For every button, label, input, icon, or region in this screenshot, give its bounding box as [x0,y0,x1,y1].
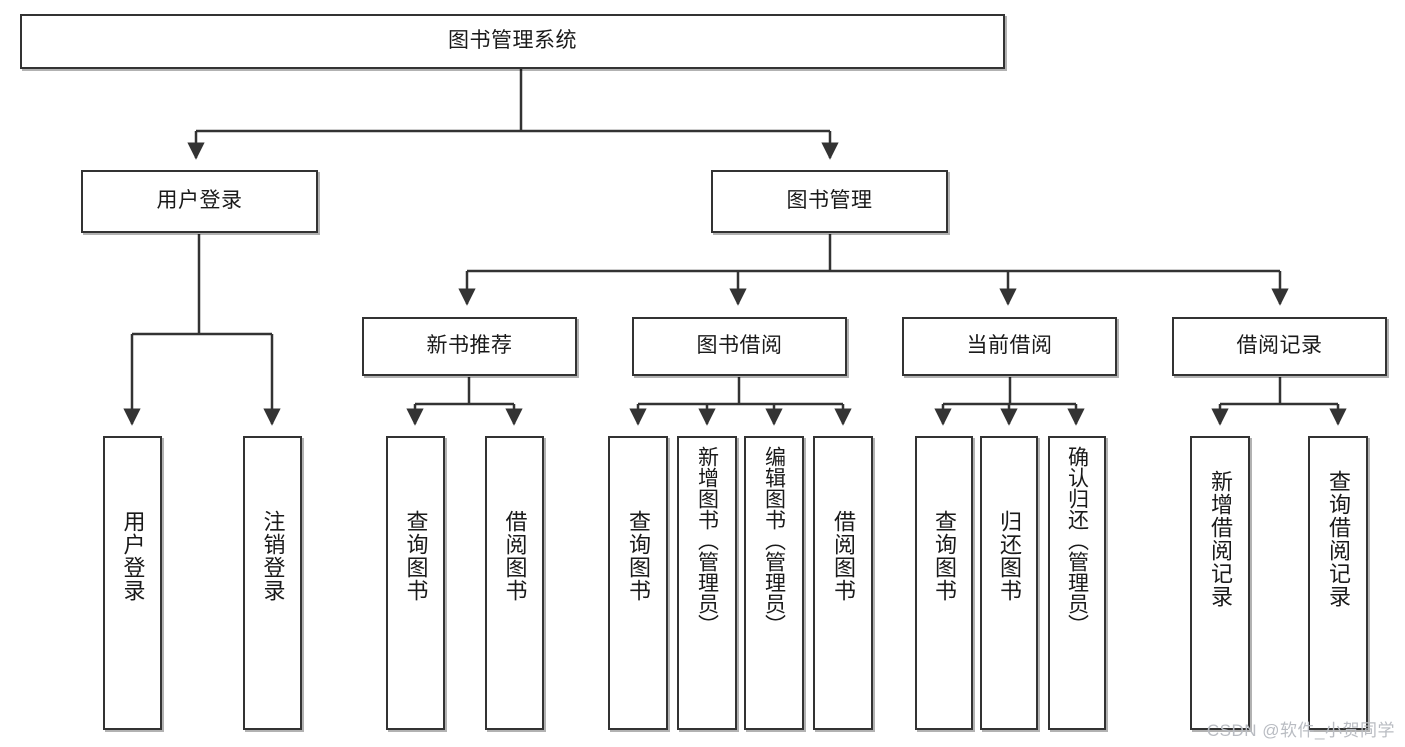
leaf-query-book-bb[interactable]: 查询图书 [608,436,668,730]
leaf-query-book-bb-label: 查询图书 [626,510,651,602]
leaf-query-book-nbr-label: 查询图书 [403,510,429,602]
leaf-user-login[interactable]: 用户登录 [103,436,162,730]
node-root-label: 图书管理系统 [448,29,577,53]
node-user-login-label: 用户登录 [156,189,243,213]
node-user-login[interactable]: 用户登录 [81,170,318,233]
leaf-add-book-label: 新增图书（管理员） [695,446,719,635]
leaf-add-borrow-record-label: 新增借阅记录 [1208,470,1233,608]
node-borrow-record[interactable]: 借阅记录 [1172,317,1387,376]
leaf-query-borrow-record[interactable]: 查询借阅记录 [1308,436,1368,730]
node-book-borrow-label: 图书借阅 [696,334,783,358]
leaf-borrow-book-nbr-label: 借阅图书 [502,510,528,602]
leaf-logout-login-label: 注销登录 [260,510,286,602]
leaf-borrow-book-bb-label: 借阅图书 [831,510,856,602]
leaf-query-book-cb[interactable]: 查询图书 [915,436,973,730]
node-new-book-rec-label: 新书推荐 [426,334,513,358]
leaf-confirm-return[interactable]: 确认归还（管理员） [1048,436,1106,730]
node-book-manage[interactable]: 图书管理 [711,170,948,233]
leaf-return-book-label: 归还图书 [997,510,1022,602]
watermark-text: CSDN @软件_小贺同学 [1206,721,1395,740]
leaf-edit-book[interactable]: 编辑图书（管理员） [744,436,804,730]
leaf-query-book-nbr[interactable]: 查询图书 [386,436,445,730]
leaf-add-borrow-record[interactable]: 新增借阅记录 [1190,436,1250,730]
node-root[interactable]: 图书管理系统 [20,14,1005,69]
leaf-borrow-book-bb[interactable]: 借阅图书 [813,436,873,730]
node-borrow-record-label: 借阅记录 [1236,334,1323,358]
leaf-query-book-cb-label: 查询图书 [932,510,957,602]
node-book-borrow[interactable]: 图书借阅 [632,317,847,376]
leaf-return-book[interactable]: 归还图书 [980,436,1038,730]
leaf-logout-login[interactable]: 注销登录 [243,436,302,730]
leaf-query-borrow-record-label: 查询借阅记录 [1326,470,1351,608]
node-book-manage-label: 图书管理 [786,189,873,213]
node-new-book-rec[interactable]: 新书推荐 [362,317,577,376]
node-current-borrow-label: 当前借阅 [966,334,1053,358]
leaf-user-login-label: 用户登录 [120,510,146,602]
leaf-edit-book-label: 编辑图书（管理员） [762,446,786,635]
leaf-borrow-book-nbr[interactable]: 借阅图书 [485,436,544,730]
leaf-add-book[interactable]: 新增图书（管理员） [677,436,737,730]
leaf-confirm-return-label: 确认归还（管理员） [1065,446,1089,635]
node-current-borrow[interactable]: 当前借阅 [902,317,1117,376]
